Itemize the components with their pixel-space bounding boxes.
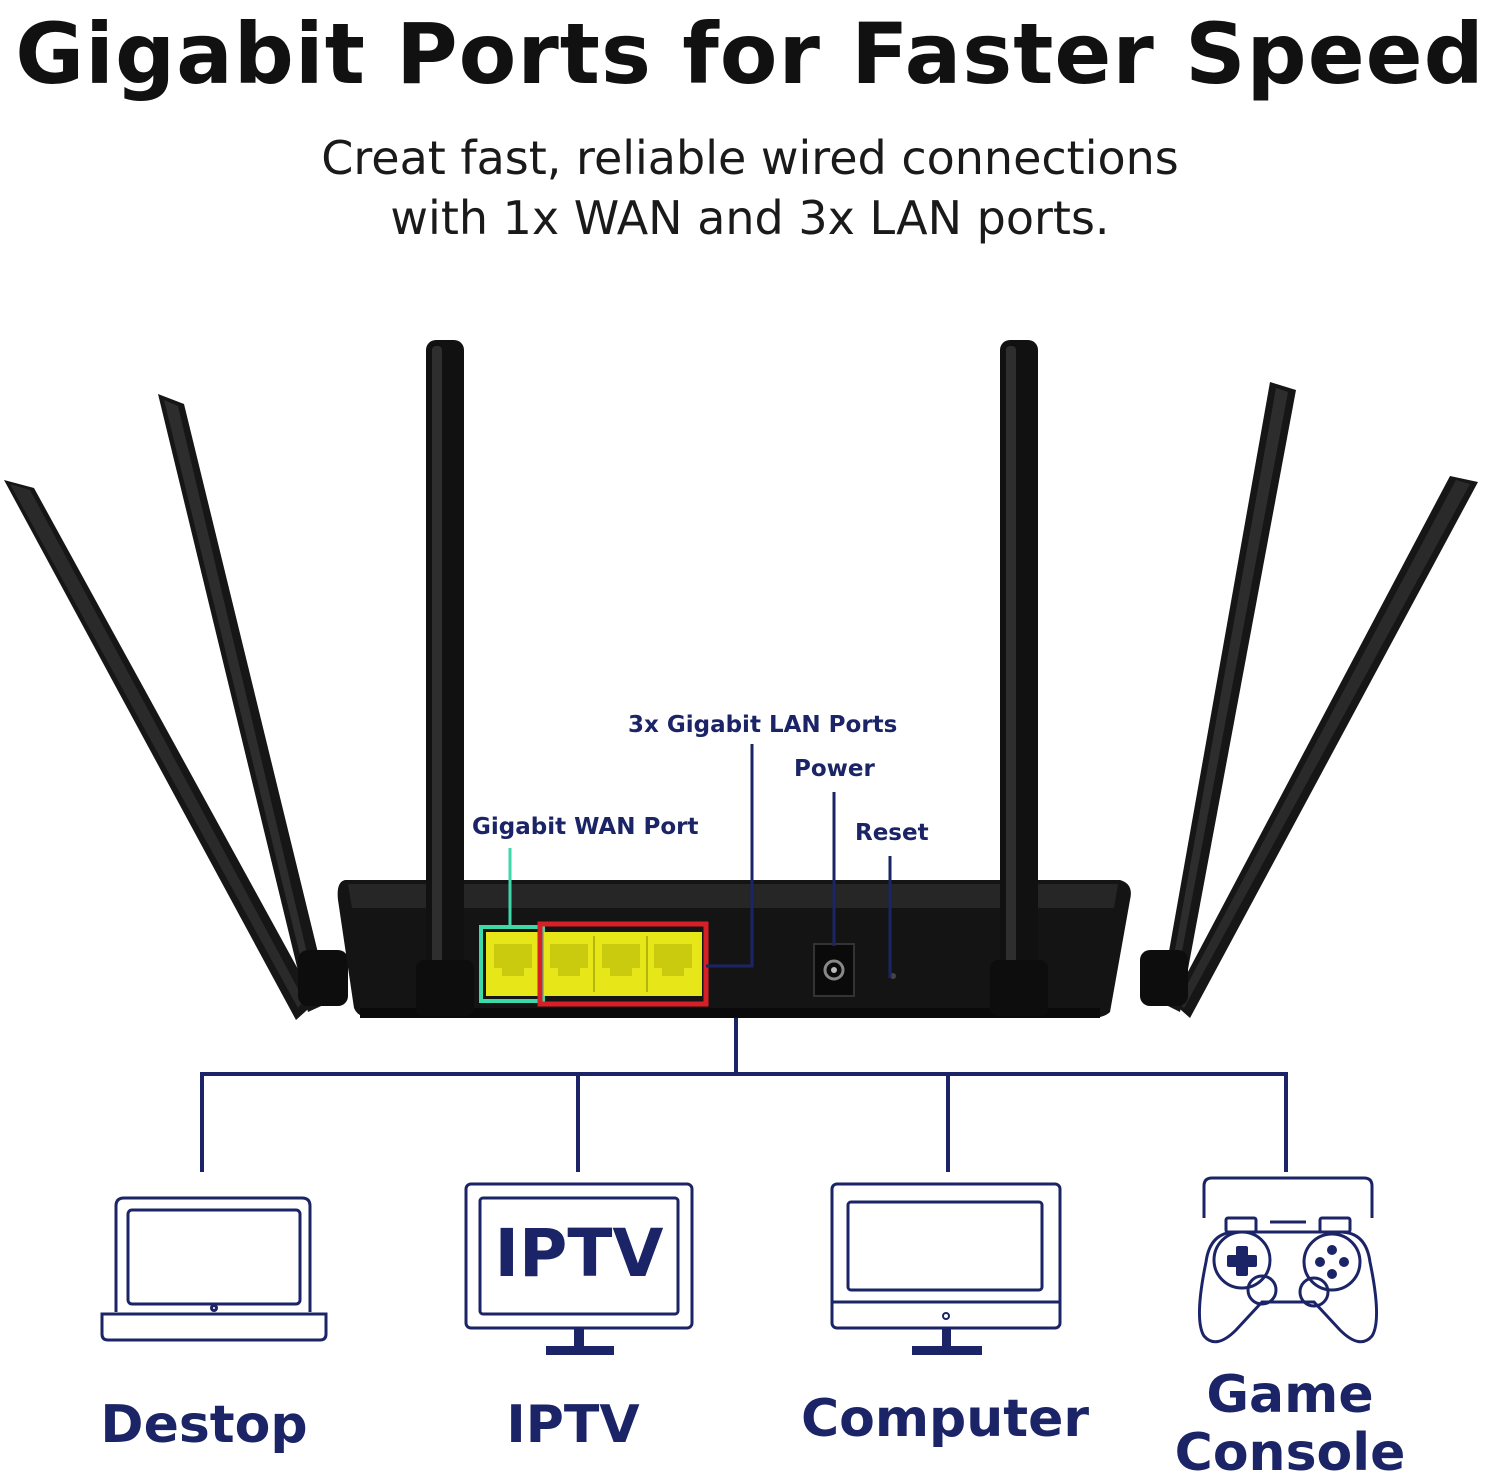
tv-icon bbox=[464, 1182, 694, 1355]
device-label-game-line1: Game bbox=[1206, 1365, 1374, 1425]
antenna-left-outer bbox=[4, 480, 316, 1020]
page-title: Gigabit Ports for Faster Speed bbox=[15, 5, 1485, 103]
antenna-center-right bbox=[990, 340, 1048, 1016]
reset-label: Reset bbox=[855, 820, 929, 846]
antenna-right-outer bbox=[1172, 476, 1478, 1018]
power-label: Power bbox=[794, 756, 875, 782]
lan-ports bbox=[537, 921, 709, 1007]
power-jack bbox=[813, 943, 855, 997]
lan-ports-label: 3x Gigabit LAN Ports bbox=[628, 712, 898, 738]
antenna-left-inner bbox=[158, 394, 330, 1012]
wan-port bbox=[479, 925, 545, 1003]
antenna-center-left bbox=[416, 340, 474, 1016]
laptop-icon bbox=[100, 1196, 328, 1342]
hinge-left bbox=[298, 950, 348, 1006]
controller-buttons bbox=[1227, 1245, 1349, 1279]
lan-callout-line bbox=[706, 744, 754, 968]
hinge-right bbox=[1140, 950, 1188, 1006]
wan-port-label: Gigabit WAN Port bbox=[472, 814, 699, 840]
connection-tree bbox=[200, 1018, 1288, 1172]
device-label-desktop: Destop bbox=[100, 1395, 308, 1455]
antenna-right-inner bbox=[1160, 382, 1296, 1012]
tv-screen-text: IPTV bbox=[494, 1215, 664, 1292]
device-label-game-line2: Console bbox=[1174, 1423, 1406, 1483]
game-controller-icon bbox=[1197, 1176, 1379, 1344]
subtitle-line-2: with 1x WAN and 3x LAN ports. bbox=[390, 191, 1110, 245]
computer-monitor-icon bbox=[830, 1182, 1062, 1355]
subtitle-line-1: Creat fast, reliable wired connections bbox=[321, 131, 1179, 185]
device-label-iptv: IPTV bbox=[506, 1395, 640, 1455]
device-label-computer: Computer bbox=[800, 1389, 1090, 1449]
